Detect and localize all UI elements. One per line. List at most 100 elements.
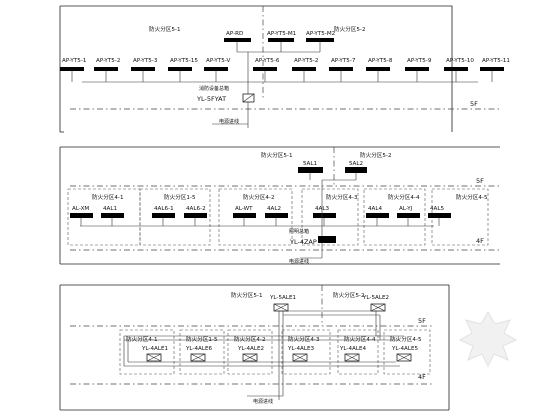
fire-zone-boundary: [67, 188, 141, 246]
panel3-left-drop: [123, 336, 129, 366]
emergency-box-cross: [292, 353, 308, 362]
emergency-box-cross: [242, 353, 258, 362]
panel1-frame: [60, 5, 453, 132]
unit-label: AL-WT: [235, 206, 253, 212]
floor-label: 5F: [470, 100, 478, 108]
unit-label: YL-4ALE1: [141, 346, 168, 352]
emergency-box-cross: [146, 353, 162, 362]
controller-caption: 消防设备总箱: [199, 85, 229, 92]
distribution-box: [94, 67, 118, 71]
distribution-box: [224, 38, 251, 42]
unit-label: 5AL1: [303, 161, 318, 167]
unit-label: 4AL4: [368, 206, 383, 212]
distribution-box: [253, 67, 277, 71]
cable-label: 电源进线: [219, 118, 239, 125]
unit-label: AP-RD: [226, 31, 243, 37]
panel3-riser: [278, 311, 284, 400]
unit-label: YL-4ALE3: [287, 346, 314, 352]
unit-label: AP-YT5-V: [206, 58, 231, 64]
panel-5f-fire-equipment: 防火分区5-1 防火分区5-2 5F AP-RD AP-YT5-M1 AP-YT…: [59, 5, 510, 133]
floor-label: 5F: [476, 177, 484, 185]
zone-label: 防火分区4-2: [234, 335, 266, 343]
unit-label: YL-4ALE5: [391, 346, 418, 352]
zone-label: 防火分区4-4: [388, 193, 420, 201]
distribution-box: [184, 213, 207, 218]
distribution-box: [131, 67, 155, 71]
unit-label: AP-YT5-9: [407, 58, 432, 64]
zone-label: 防火分区4-3: [326, 193, 358, 201]
distribution-box: [306, 38, 334, 42]
emergency-box-cross: [396, 353, 412, 362]
zone-label: 防火分区5-2: [333, 291, 365, 299]
distribution-box: [60, 67, 84, 71]
unit-label: 4AL5: [430, 206, 445, 212]
unit-label: YL-4ALE6: [185, 346, 212, 352]
cable-label: 电源进线: [253, 398, 273, 405]
panel3-upper-bus: [124, 335, 404, 341]
unit-label: AP-YT5-7: [331, 58, 356, 64]
unit-label: 4AL6-2: [186, 206, 206, 212]
controller-box-diagonal: [242, 93, 255, 103]
emergency-box-cross: [273, 303, 289, 312]
unit-label: 4AL1: [103, 206, 118, 212]
panel-4f-emergency-lighting: 防火分区5-1 防火分区5-2 5F 4F YL-5ALE1 YL-5ALE2 …: [59, 284, 450, 411]
fire-zone-boundary: [119, 329, 175, 375]
distribution-box: [298, 167, 323, 173]
emergency-box-cross: [370, 303, 386, 312]
zone-label: 防火分区4-3: [288, 335, 320, 343]
controller-caption: 照明总箱: [289, 228, 309, 235]
unit-label: AP-YT5-M2: [306, 31, 335, 37]
panel3-lower-bus: [124, 361, 400, 367]
fire-zone-boundary: [139, 188, 211, 246]
distribution-box: [313, 213, 336, 218]
zone-label: 防火分区4-5: [390, 335, 422, 343]
floor-label: 5F: [418, 317, 426, 325]
unit-label: AP-YT5-15: [170, 58, 198, 64]
distribution-box: [292, 67, 316, 71]
fire-zone-boundary: [179, 329, 225, 375]
fire-zone-boundary: [363, 188, 426, 246]
unit-label: AP-YT5-2: [294, 58, 318, 64]
fire-zone-boundary: [227, 329, 273, 375]
distribution-box: [397, 213, 420, 218]
distribution-box: [233, 213, 256, 218]
zone-label: 防火分区1-5: [186, 335, 218, 343]
distribution-box: [168, 67, 192, 71]
distribution-box: [345, 167, 367, 173]
fire-zone-boundary: [218, 188, 293, 246]
unit-label: AP-YT5-6: [255, 58, 280, 64]
fire-zone-boundary: [337, 329, 379, 375]
unit-label: AP-YT5-10: [446, 58, 474, 64]
star-seal-icon: [458, 311, 518, 368]
distribution-box: [480, 67, 504, 71]
unit-label: YL-4ALE4: [339, 346, 366, 352]
emergency-box-cross: [190, 353, 206, 362]
unit-label: AP-YT5-1: [62, 58, 87, 64]
unit-label: YL-5ALE2: [362, 295, 389, 301]
emergency-box-cross: [344, 353, 360, 362]
unit-label: AP-YT5-2: [96, 58, 120, 64]
unit-label: AP-YT5-M1: [267, 31, 297, 37]
unit-label: 4AL6-1: [154, 206, 174, 212]
distribution-box: [366, 213, 389, 218]
unit-label: 5AL2: [349, 161, 363, 167]
zone-label: 防火分区4-4: [344, 335, 376, 343]
unit-label: AL-XM: [72, 206, 89, 212]
distribution-box: [101, 213, 124, 218]
distribution-box: [405, 67, 429, 71]
unit-label: 4AL2: [267, 206, 281, 212]
zone-label: 防火分区4-2: [243, 193, 275, 201]
zone-label: 防火分区4-1: [92, 193, 124, 201]
distribution-box: [444, 67, 468, 71]
zone-label: 防火分区5-1: [261, 151, 293, 159]
distribution-box: [265, 213, 288, 218]
floor-label: 4F: [418, 373, 426, 381]
controller-label: YL-4ZAP: [289, 238, 317, 246]
zone-label: 防火分区5-1: [231, 291, 263, 299]
controller-label: YL-5FYAT: [196, 95, 226, 103]
panel3-right-drop: [375, 311, 381, 340]
